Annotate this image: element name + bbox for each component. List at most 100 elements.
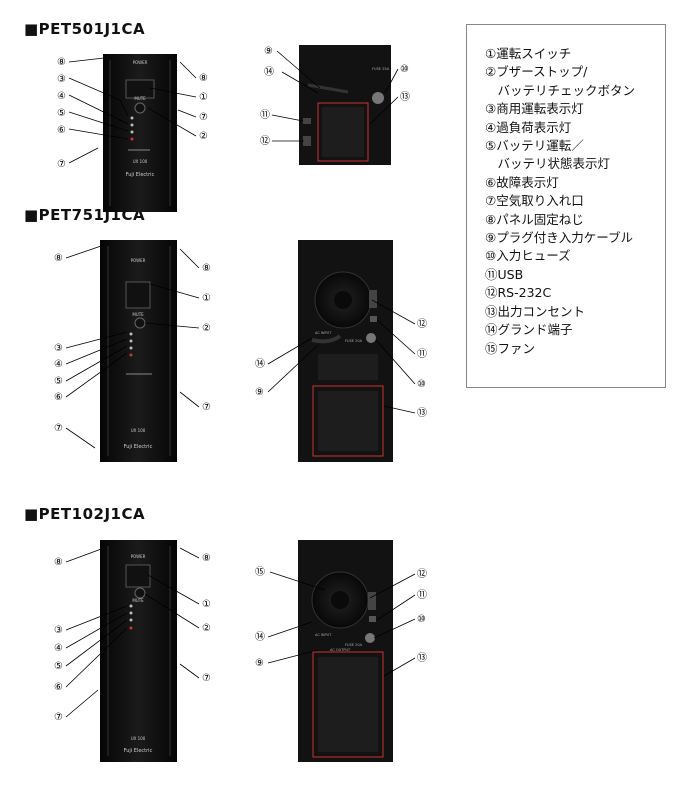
callout-8: ⑧ (202, 263, 211, 274)
pet102-rear-unit: AC INPUT FUSE 20A AC OUTPUT (298, 540, 393, 762)
callout-11: ⑪ (417, 348, 427, 360)
callout-8: ⑧ (54, 557, 63, 568)
section-title-pet501: ■PET501J1CA (24, 20, 146, 38)
callout-12: ⑫ (417, 318, 427, 330)
pet501-front-leaders (68, 57, 197, 164)
callout-6: ⑥ (57, 125, 66, 136)
callout-11: ⑪ (260, 109, 270, 121)
callout-12: ⑫ (417, 568, 427, 580)
pet751-front-leaders (65, 244, 200, 449)
pet102-front-leaders (65, 547, 200, 718)
callout-3: ③ (54, 343, 63, 354)
pet102-rear-leaders (267, 571, 416, 677)
callout-7: ⑦ (54, 712, 63, 723)
legend-box: ①運転スイッチ ②ブザーストップ/ バッテリチェックボタン ③商用運転表示灯 ④… (466, 24, 666, 388)
model-label: UX 100 (133, 159, 148, 164)
ac-input-label: AC INPUT (315, 331, 332, 335)
callout-numbers: ⑧ ③ ④ ⑤ ⑥ ⑦ ⑧ ① ⑦ ② ⑨ ⑭ ⑪ ⑫ ⑩ ⑬ ⑧ ③ ④ ⑤ … (54, 46, 427, 723)
brand-logo: Fuji Electric (124, 748, 153, 754)
fuse-label: FUSE 25A (372, 67, 390, 71)
callout-9: ⑨ (264, 46, 273, 57)
callout-5: ⑤ (57, 108, 66, 119)
model-label: UX 100 (131, 428, 146, 433)
callout-8: ⑧ (199, 73, 208, 84)
callout-7: ⑦ (199, 112, 208, 123)
pet501-rear-leaders (271, 50, 399, 142)
section-title-pet102: ■PET102J1CA (24, 505, 146, 523)
callout-8: ⑧ (57, 57, 66, 68)
power-label: POWER (131, 258, 146, 263)
legend-item: ⑪USB (485, 266, 524, 282)
callout-11: ⑪ (417, 589, 427, 601)
callout-5: ⑤ (54, 661, 63, 672)
legend-item: ⑫RS-232C (485, 285, 552, 301)
callout-10: ⑩ (400, 64, 409, 75)
pet501-front-unit: POWER MUTE UX 100 Fuji Electric (103, 54, 177, 212)
callout-5: ⑤ (54, 376, 63, 387)
callout-13: ⑬ (417, 407, 427, 419)
callout-13: ⑬ (417, 652, 427, 664)
legend-item: バッテリ状態表示灯 (485, 156, 611, 172)
callout-4: ④ (54, 643, 63, 654)
callout-2: ② (202, 323, 211, 334)
legend-item: ⑮ファン (485, 340, 536, 356)
legend-item: ⑨プラグ付き入力ケーブル (485, 230, 633, 246)
callout-1: ① (202, 293, 211, 304)
ac-input-label: AC INPUT (315, 633, 332, 637)
callout-1: ① (199, 92, 208, 103)
legend-item: ③商用運転表示灯 (485, 101, 584, 117)
legend-item: バッテリチェックボタン (485, 82, 636, 98)
mute-label: MUTE (132, 312, 144, 317)
pet751-rear-unit: AC INPUT FUSE 20A (298, 240, 393, 462)
callout-7: ⑦ (54, 423, 63, 434)
callout-9: ⑨ (255, 387, 264, 398)
callout-6: ⑥ (54, 682, 63, 693)
legend-item: ①運転スイッチ (485, 46, 572, 61)
brand-logo: Fuji Electric (126, 172, 155, 178)
callout-8: ⑧ (202, 553, 211, 564)
brand-logo: Fuji Electric (124, 444, 153, 450)
legend-item: ⑦空気取り入れ口 (485, 193, 584, 209)
legend-item: ④過負荷表示灯 (485, 119, 572, 135)
legend-item: ⑤バッテリ運転／ (485, 138, 584, 154)
callout-7: ⑦ (57, 159, 66, 170)
mute-label: MUTE (132, 598, 144, 603)
callout-15: ⑮ (255, 566, 265, 578)
legend-item: ⑭グランド端子 (485, 322, 573, 338)
callout-8: ⑧ (54, 253, 63, 264)
callout-4: ④ (57, 91, 66, 102)
callout-14: ⑭ (255, 631, 265, 643)
callout-12: ⑫ (260, 135, 270, 147)
callout-2: ② (199, 131, 208, 142)
legend-item: ②ブザーストップ/ (485, 64, 588, 80)
callout-3: ③ (57, 74, 66, 85)
callout-1: ① (202, 599, 211, 610)
callout-7: ⑦ (202, 402, 211, 413)
callout-10: ⑩ (417, 379, 426, 390)
callout-6: ⑥ (54, 392, 63, 403)
legend-item: ⑧パネル固定ねじ (485, 211, 584, 227)
callout-3: ③ (54, 625, 63, 636)
callout-13: ⑬ (400, 91, 410, 103)
legend-item: ⑩入力ヒューズ (485, 248, 571, 264)
callout-10: ⑩ (417, 614, 426, 625)
callout-14: ⑭ (264, 66, 274, 78)
model-label: UX 100 (131, 736, 146, 741)
power-label: POWER (133, 60, 148, 65)
callout-9: ⑨ (255, 658, 264, 669)
callout-4: ④ (54, 359, 63, 370)
pet751-front-unit: POWER MUTE UX 100 Fuji Electric (100, 240, 177, 462)
legend-list: ①運転スイッチ ②ブザーストップ/ バッテリチェックボタン ③商用運転表示灯 ④… (467, 25, 665, 358)
power-label: POWER (131, 554, 146, 559)
mute-label: MUTE (134, 96, 146, 101)
callout-2: ② (202, 623, 211, 634)
fuse-label: FUSE 20A (345, 339, 363, 343)
pet102-front-unit: POWER MUTE UX 100 Fuji Electric (100, 540, 177, 762)
pet501-rear-unit: FUSE 25A (299, 45, 391, 165)
pet751-rear-leaders (267, 299, 416, 414)
fuse-label: FUSE 20A (345, 643, 363, 647)
legend-item: ⑬出力コンセント (485, 303, 586, 319)
callout-14: ⑭ (255, 358, 265, 370)
ac-output-label: AC OUTPUT (330, 648, 351, 652)
